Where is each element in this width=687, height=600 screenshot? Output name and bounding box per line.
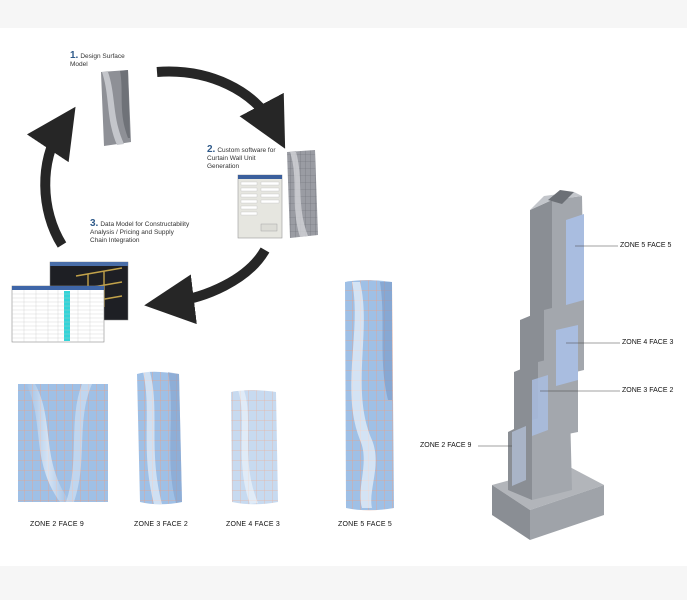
panel-caption-zone5: ZONE 5 FACE 5 xyxy=(338,521,392,528)
zone5-face5-highlight xyxy=(566,214,584,305)
step-3-text: Data Model for Constructability Analysis… xyxy=(90,221,190,244)
step-3-label: 3.Data Model for Constructability Analys… xyxy=(90,218,190,245)
bottom-band xyxy=(0,566,687,600)
curtain-wall-mesh-image xyxy=(287,150,318,238)
zone4-face3-highlight xyxy=(556,325,578,386)
top-band xyxy=(0,0,687,28)
surface-model-image xyxy=(101,70,131,146)
step-1-label: 1.Design Surface Model xyxy=(70,50,130,69)
tower-label-zone4: ZONE 4 FACE 3 xyxy=(622,339,674,346)
panel-zone3-face2 xyxy=(137,371,182,505)
data-model-screenshots xyxy=(11,261,129,343)
tower-label-zone5: ZONE 5 FACE 5 xyxy=(620,242,672,249)
tower-label-zone2: ZONE 2 FACE 9 xyxy=(420,442,472,449)
step-2-label: 2.Custom software for Curtain Wall Unit … xyxy=(207,144,282,171)
software-window-image xyxy=(237,174,283,239)
tower-model xyxy=(478,190,620,540)
step-3-number: 3. xyxy=(90,218,99,229)
panel-caption-zone3: ZONE 3 FACE 2 xyxy=(134,521,188,528)
panel-caption-zone2: ZONE 2 FACE 9 xyxy=(30,521,84,528)
panel-caption-zone4: ZONE 4 FACE 3 xyxy=(226,521,280,528)
arrow-3-to-1 xyxy=(26,106,76,248)
zone2-face9-highlight xyxy=(512,426,526,486)
arrow-1-to-2 xyxy=(156,66,286,149)
panel-zone2-face9 xyxy=(18,384,108,502)
panel-zone5-face5 xyxy=(345,280,394,511)
step-1-text: Design Surface Model xyxy=(70,53,125,68)
zone3-face2-highlight xyxy=(532,375,548,436)
cycle-arrows xyxy=(26,66,286,325)
arrow-2-to-3 xyxy=(144,247,270,325)
step-1-number: 1. xyxy=(70,50,79,61)
step-2-text: Custom software for Curtain Wall Unit Ge… xyxy=(207,147,276,170)
tower-label-zone3: ZONE 3 FACE 2 xyxy=(622,387,674,394)
step-2-number: 2. xyxy=(207,144,216,155)
panel-zone4-face3 xyxy=(231,390,278,505)
